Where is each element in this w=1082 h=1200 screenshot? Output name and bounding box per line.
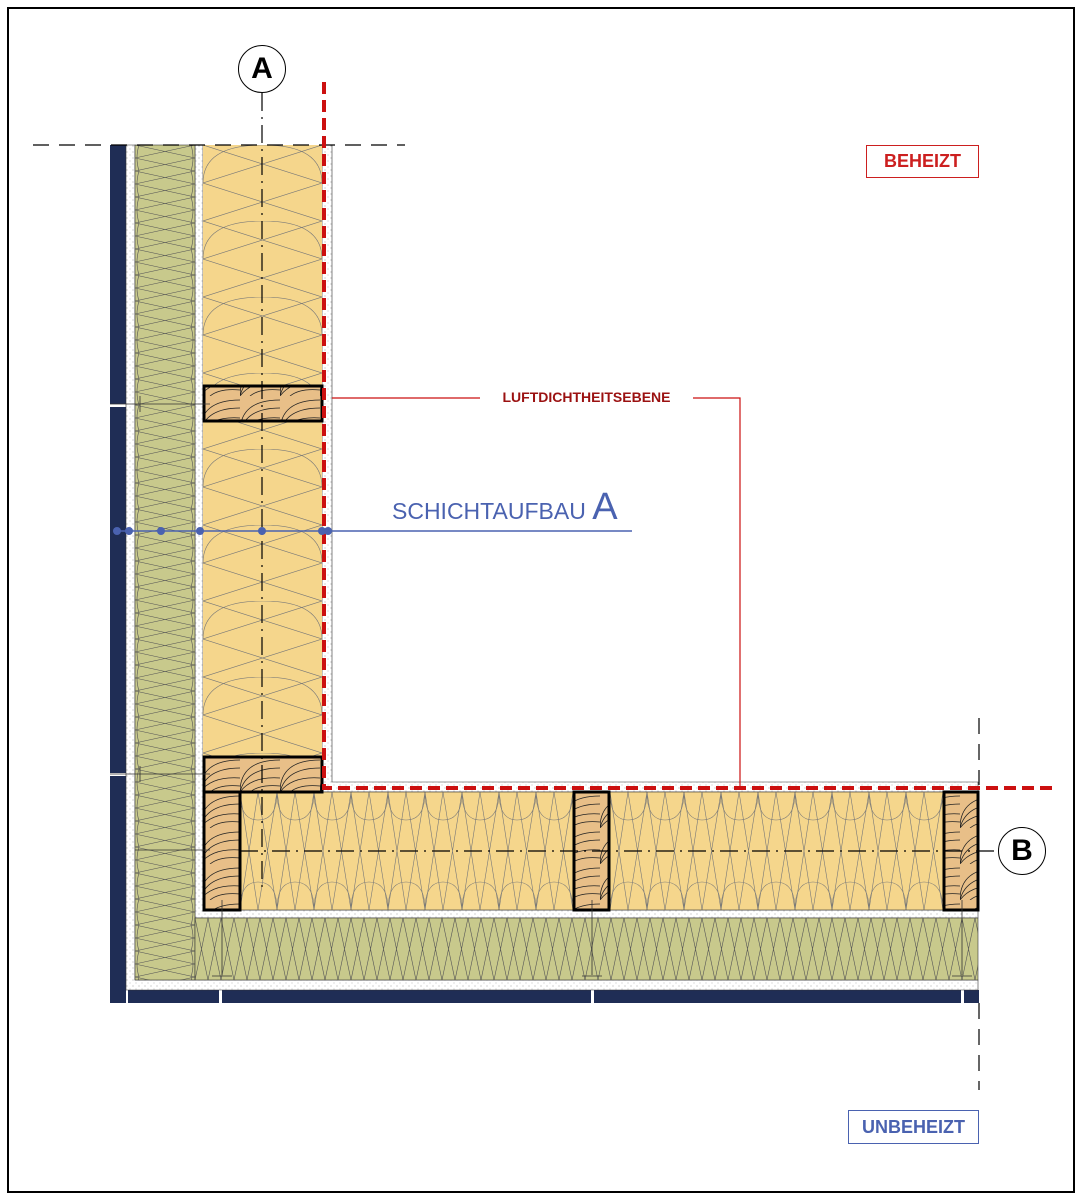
fasteners [110,396,972,977]
outer-insulation-horizontal [194,917,979,981]
heated-zone-label: BEHEIZT [866,145,979,178]
airtight-layer-line [322,82,1058,790]
axis-marker-b: B [998,827,1046,875]
unheated-zone-label: UNBEHEIZT [848,1110,979,1144]
airtight-leader [332,397,741,788]
axis-marker-a: A [238,45,286,93]
cladding-boards [110,145,979,1003]
drawing-frame [7,7,1075,1193]
layer-buildup-markers [113,527,332,535]
airtight-layer-label: LUFTDICHTHEITSEBENE [480,389,693,405]
layer-buildup-label: SCHICHTAUFBAU A [392,486,618,529]
layer-buildup-ref: A [592,486,618,528]
outer-insulation-vertical [134,144,196,981]
layer-buildup-text: SCHICHTAUFBAU [392,498,586,524]
